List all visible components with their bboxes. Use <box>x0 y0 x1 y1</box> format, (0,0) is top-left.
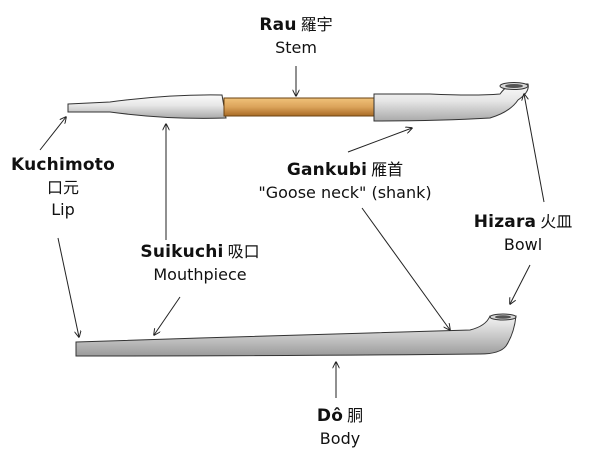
label-rau-name: Rau <box>259 15 297 35</box>
label-hizara-kanji: 火皿 <box>540 212 573 231</box>
arrow-hizara-bottom <box>510 264 531 304</box>
arrow-gankubi-top <box>347 128 412 153</box>
label-hizara-name: Hizara <box>473 212 537 232</box>
label-suikuchi-english: Mouthpiece <box>153 265 247 284</box>
label-do-english: Body <box>319 429 361 448</box>
arrow-kuchimoto-bottom <box>57 237 79 337</box>
arrow-kuchimoto-top <box>39 117 66 151</box>
label-gankubi-name: Gankubi <box>286 160 368 180</box>
label-do-kanji: 胴 <box>347 406 364 425</box>
top-shank-gankubi <box>373 83 529 122</box>
arrow-gankubi-bottom <box>361 207 450 330</box>
label-kuchimoto-kanji: 口元 <box>46 178 79 197</box>
label-gankubi-kanji: 雁首 <box>371 160 404 179</box>
bottom-body-do <box>75 315 517 357</box>
label-kuchimoto-english: Lip <box>51 200 75 219</box>
label-kuchimoto-name: Kuchimoto <box>11 155 115 175</box>
arrow-suikuchi-bottom <box>154 296 181 335</box>
label-rau-kanji: 羅宇 <box>300 15 333 34</box>
top-stem-rau <box>223 97 377 117</box>
label-suikuchi-kanji: 吸口 <box>227 242 260 261</box>
label-kuchimoto: Kuchimoto 口元 Lip <box>4 157 122 218</box>
top-mouthpiece <box>67 94 227 119</box>
label-rau-english: Stem <box>275 38 317 57</box>
label-hizara-english: Bowl <box>503 235 543 254</box>
label-do-name: Dô <box>316 406 344 426</box>
label-suikuchi-name: Suikuchi <box>140 242 224 262</box>
label-gankubi-english: "Goose neck" (shank) <box>258 183 432 202</box>
arrow-hizara-top <box>524 94 545 203</box>
